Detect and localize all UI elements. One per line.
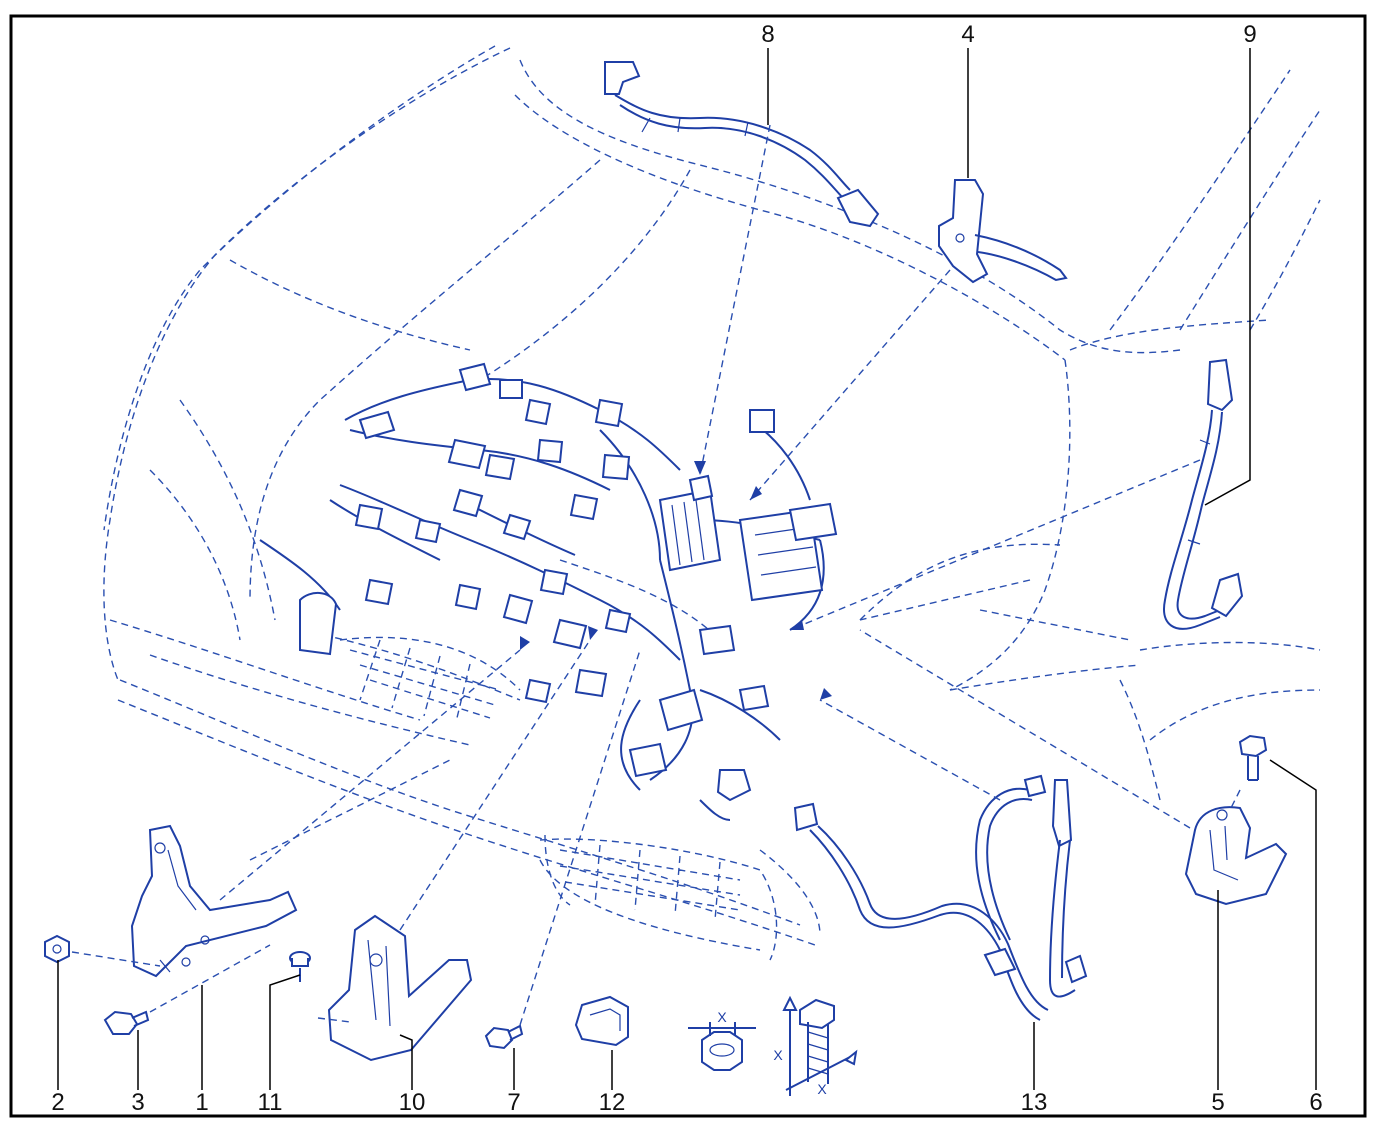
part-13-cable (793, 774, 1088, 1021)
callout-7: 7 (507, 1089, 520, 1116)
part-5-bracket (1184, 806, 1288, 906)
callout-9: 9 (1243, 21, 1256, 48)
diagram-frame (9, 14, 1367, 1118)
installation-arrows (520, 461, 832, 700)
part-11-screw (289, 951, 311, 982)
main-wiring-harness (259, 362, 838, 821)
part-9-cable (1163, 358, 1244, 630)
dimension-label-bolt-thread: X (817, 1081, 827, 1097)
dimension-labels: X X X (717, 1009, 827, 1097)
installation-leader-lines (219, 124, 1201, 1026)
part-6-bolt (1229, 734, 1268, 811)
part-10-shield (317, 914, 473, 1062)
part-12-clip (574, 995, 629, 1047)
callout-5: 5 (1211, 1089, 1224, 1116)
callout-10: 10 (399, 1089, 426, 1116)
part-8-cable (604, 61, 880, 228)
dimension-label-nut-width: X (717, 1009, 727, 1025)
part-1-bracket (130, 824, 298, 978)
callout-4: 4 (961, 21, 974, 48)
part-2-nut (44, 934, 161, 967)
callout-12: 12 (599, 1089, 626, 1116)
engine-bay-floor (349, 639, 741, 921)
callout-leaders (57, 48, 1317, 1090)
callout-13: 13 (1021, 1089, 1048, 1116)
callout-2: 2 (51, 1089, 64, 1116)
fastener-dimension-symbols (688, 995, 858, 1096)
part-7-bolt (484, 1024, 524, 1050)
dimension-label-bolt-length: X (773, 1047, 783, 1063)
callout-6: 6 (1309, 1089, 1322, 1116)
part-4-bracket (938, 179, 1068, 284)
callout-3: 3 (131, 1089, 144, 1116)
callout-numbers: 8 4 9 2 3 1 11 10 7 12 13 5 6 (51, 21, 1322, 1116)
callout-1: 1 (195, 1089, 208, 1116)
part-3-bolt (103, 944, 271, 1035)
callout-11: 11 (258, 1089, 283, 1116)
callout-8: 8 (761, 21, 774, 48)
